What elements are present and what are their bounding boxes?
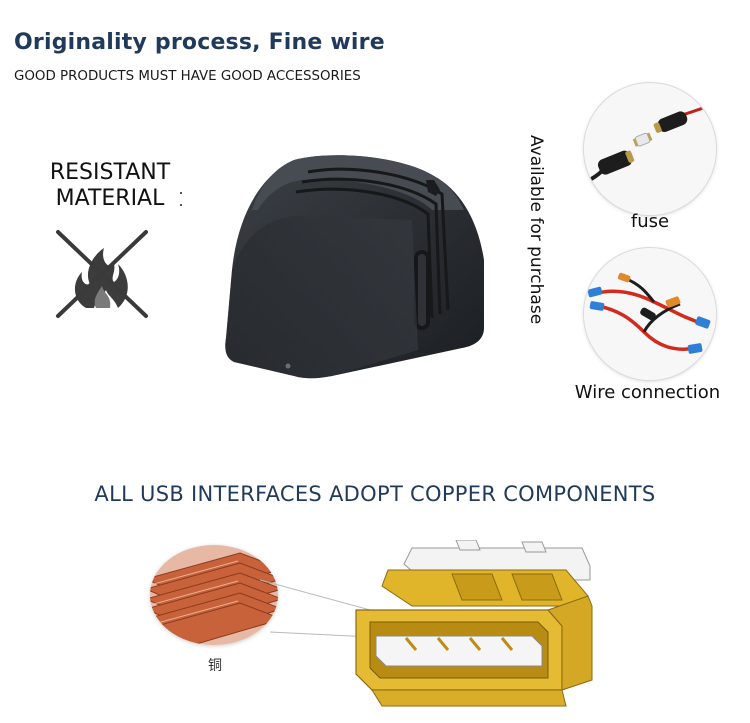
socket-cover-image	[225, 155, 485, 379]
wire-connection-icon	[584, 248, 716, 380]
usb-connector-image	[355, 540, 593, 707]
fuse-label: fuse	[630, 211, 670, 232]
resistant-material-label: RESISTANT MATERIAL	[36, 160, 184, 212]
available-for-purchase-label: Available for purchase	[526, 135, 546, 325]
page-title: Originality process, Fine wire	[14, 30, 385, 55]
copper-plates-icon	[150, 545, 278, 645]
page-subtitle: GOOD PRODUCTS MUST HAVE GOOD ACCESSORIES	[14, 69, 361, 84]
flame-icon	[74, 248, 128, 308]
cross-line	[56, 230, 148, 318]
no-fire-icon	[56, 230, 148, 318]
dot-mark	[180, 204, 182, 206]
copper-label: 铜	[208, 657, 222, 673]
fuse-icon	[584, 83, 716, 215]
resistant-line-1: RESISTANT	[49, 160, 171, 185]
wire-connection-photo	[584, 248, 716, 380]
resistant-line-2: MATERIAL	[55, 186, 165, 211]
copper-plates-photo	[150, 545, 278, 645]
copper-components-heading: ALL USB INTERFACES ADOPT COPPER COMPONEN…	[94, 482, 656, 506]
dot-mark	[180, 192, 182, 194]
wire-connection-label: Wire connection	[574, 382, 721, 403]
fuse-photo	[584, 83, 716, 215]
